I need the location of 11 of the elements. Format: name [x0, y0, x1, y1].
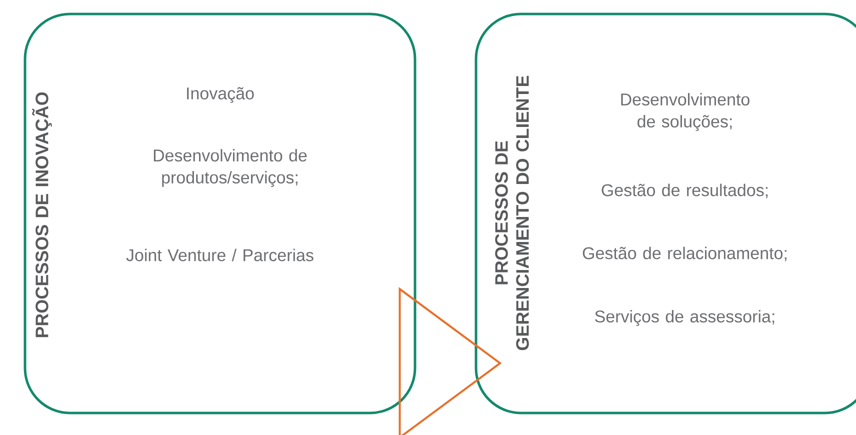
- item-text: Gestão de relacionamento;: [582, 246, 786, 262]
- item-text: Serviços de assessoria;: [595, 310, 774, 326]
- item-text: Desenvolvimento de produtos/serviços;: [154, 149, 307, 187]
- item-text: Joint Venture / Parcerias: [126, 248, 314, 262]
- process-box: [474, 12, 856, 414]
- process-box: [24, 12, 416, 414]
- item-text: Desenvolvimento de soluções;: [621, 93, 750, 131]
- vertical-heading: PROCESSOS DE INOVAÇÃO: [32, 92, 52, 338]
- item-text: Gestão de resultados;: [602, 184, 768, 198]
- vertical-heading: PROCESSOS DE GERENCIAMENTO DO CLIENTE: [495, 76, 529, 350]
- item-text: Inovação: [187, 87, 254, 103]
